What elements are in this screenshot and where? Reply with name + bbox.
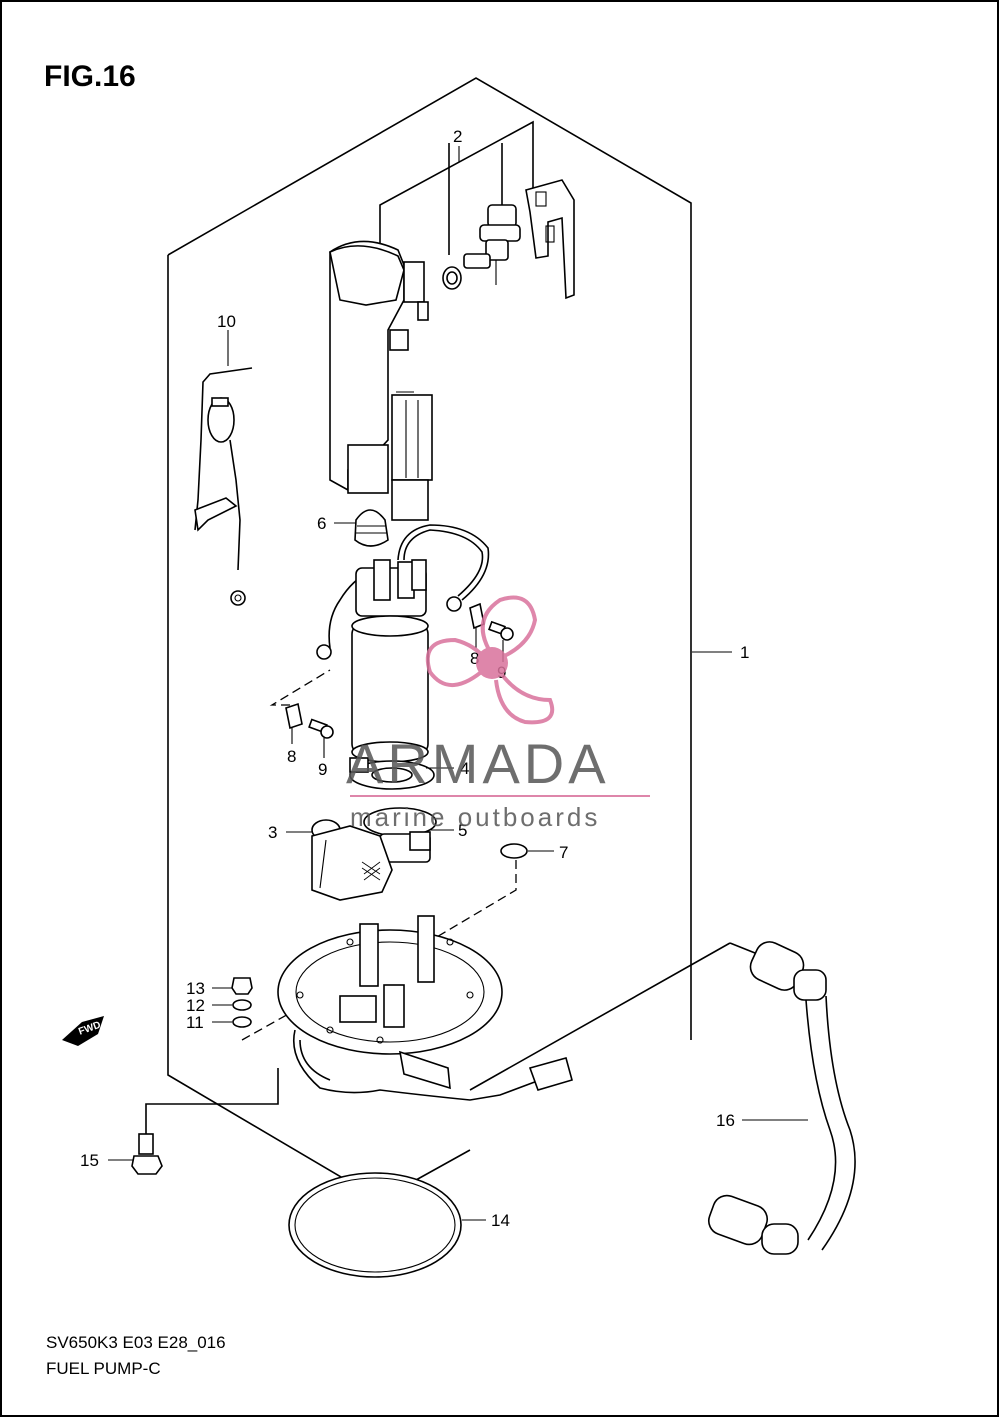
- model-code: SV650K3 E03 E28_016: [46, 1333, 226, 1352]
- washer-12: [232, 999, 252, 1011]
- callout-10: 10: [217, 312, 236, 331]
- propeller-logo: [425, 595, 555, 725]
- pressure-regulator: [442, 204, 521, 290]
- callout-1: 1: [740, 643, 749, 662]
- assembly-outline-left: [167, 255, 471, 1201]
- assembly-dash-a: [397, 860, 517, 961]
- bolt-leader: [145, 1068, 279, 1140]
- propeller-hub: [476, 647, 508, 679]
- callout-13: 13: [186, 979, 205, 998]
- assembly-outline: [167, 77, 692, 1040]
- watermark-tagline: marine outboards: [350, 802, 600, 832]
- callout-9-left: 9: [318, 760, 327, 779]
- regulator-clip: [525, 179, 575, 300]
- pump-housing: [329, 240, 433, 521]
- callout-5: 5: [458, 821, 467, 840]
- callout-16: 16: [716, 1111, 735, 1130]
- pump-holder: [363, 807, 437, 863]
- nut-13: [231, 977, 253, 995]
- assembly-dash-b: [241, 974, 359, 1041]
- callout-labels: 2 10 1 6 4 3 5 7 8 9 8 9 13 12 11 15 14 …: [80, 127, 749, 1230]
- fuel-hose: [707, 941, 856, 1255]
- callout-15: 15: [80, 1151, 99, 1170]
- pump-base-plate: [277, 915, 573, 1101]
- fuel-strainer: [349, 757, 435, 790]
- pump-bracket: [311, 819, 393, 901]
- assembly-outline-right: [469, 942, 731, 1091]
- bolt-15: [131, 1133, 163, 1175]
- watermark-brand: ARMADA: [346, 732, 610, 795]
- callout-14: 14: [491, 1211, 510, 1230]
- screw-right: [488, 620, 514, 641]
- figure-title: FIG.16: [44, 60, 136, 93]
- large-gasket: [288, 1172, 462, 1278]
- pump-cushion: [354, 509, 389, 547]
- callout-2: 2: [453, 127, 462, 146]
- fuel-level-sender: [194, 367, 253, 606]
- pump-wiring-harness: [316, 524, 490, 660]
- callout-4: 4: [460, 759, 469, 778]
- fwd-direction-badge: FWD: [62, 1016, 104, 1046]
- callout-11: 11: [186, 1013, 204, 1032]
- small-o-ring: [500, 843, 528, 859]
- washer-11: [232, 1016, 252, 1028]
- callout-7: 7: [559, 843, 568, 862]
- part2-bracket: [379, 120, 534, 260]
- callout-3: 3: [268, 823, 277, 842]
- fuel-pump-motor: [351, 559, 429, 763]
- callout-6: 6: [317, 514, 326, 533]
- callout-12: 12: [186, 996, 205, 1015]
- armada-watermark: ARMADA marine outboards: [346, 595, 650, 832]
- diagram-name: FUEL PUMP-C: [46, 1359, 161, 1378]
- clamp-plate-left: [269, 669, 331, 730]
- screw-left: [308, 718, 334, 739]
- callout-8-left: 8: [287, 747, 296, 766]
- callout-8-right: 8: [470, 649, 479, 668]
- callout-leaders: [108, 146, 808, 1221]
